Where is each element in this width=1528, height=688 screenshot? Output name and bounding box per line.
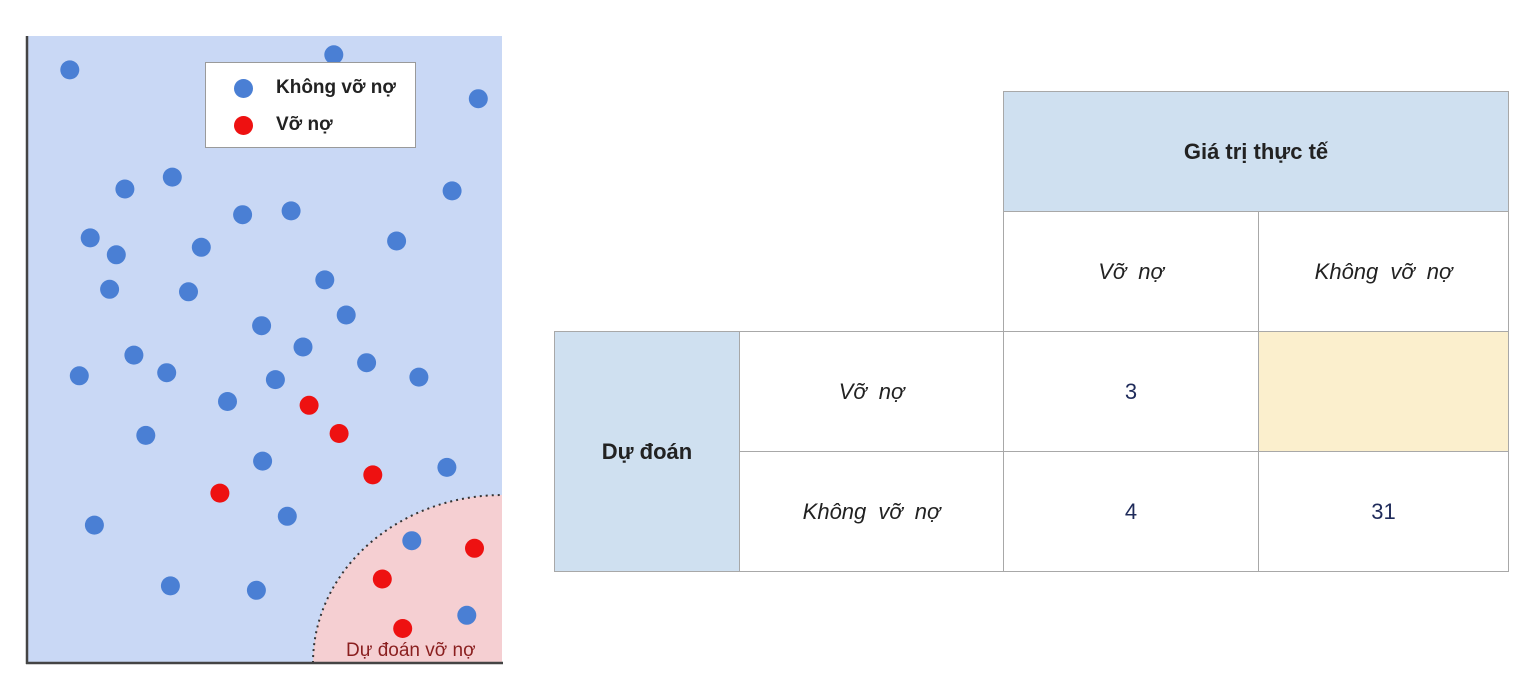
data-point-default bbox=[329, 424, 349, 443]
data-point-not-default bbox=[157, 363, 177, 383]
legend-marker-red bbox=[234, 115, 253, 135]
data-point-not-default bbox=[84, 515, 104, 535]
data-point-not-default bbox=[402, 531, 422, 551]
data-point-default bbox=[210, 483, 230, 503]
data-point-not-default bbox=[136, 425, 156, 445]
points-layer bbox=[60, 45, 488, 638]
legend: Không vỡ nợ Vỡ nợ bbox=[205, 62, 416, 148]
row-label-default: Vỡ nợ bbox=[739, 331, 1004, 452]
data-point-not-default bbox=[106, 245, 126, 265]
predicted-header: Dự đoán bbox=[554, 331, 740, 572]
data-point-not-default bbox=[80, 228, 100, 248]
legend-marker-blue bbox=[234, 78, 253, 98]
data-point-not-default bbox=[281, 201, 301, 221]
col-label-not-default: Không vỡ nợ bbox=[1258, 211, 1509, 332]
data-point-not-default bbox=[336, 305, 356, 325]
cell-false-positive-highlight[interactable] bbox=[1258, 331, 1509, 452]
data-point-not-default bbox=[218, 392, 237, 411]
data-point-not-default bbox=[162, 167, 182, 187]
col-label-default: Vỡ nợ bbox=[1003, 211, 1259, 332]
data-point-not-default bbox=[293, 337, 313, 357]
actual-values-header: Giá trị thực tế bbox=[1003, 91, 1509, 212]
cell-true-negative: 31 bbox=[1258, 451, 1509, 572]
data-point-not-default bbox=[409, 367, 429, 387]
row-label-not-default: Không vỡ nợ bbox=[739, 451, 1004, 572]
data-point-default bbox=[393, 619, 413, 638]
data-point-default bbox=[299, 395, 319, 415]
cell-true-positive: 3 bbox=[1003, 331, 1259, 452]
data-point-not-default bbox=[265, 370, 285, 390]
data-point-not-default bbox=[124, 345, 144, 365]
data-point-not-default bbox=[357, 353, 377, 373]
data-point-not-default bbox=[60, 60, 80, 80]
data-point-not-default bbox=[387, 231, 407, 251]
data-point-not-default bbox=[442, 181, 462, 201]
data-point-not-default bbox=[100, 279, 120, 299]
data-point-default bbox=[372, 569, 392, 589]
data-point-not-default bbox=[468, 89, 488, 109]
legend-item-not-default: Không vỡ nợ bbox=[234, 75, 396, 101]
data-point-not-default bbox=[277, 506, 297, 526]
legend-label: Vỡ nợ bbox=[276, 114, 333, 135]
data-point-default bbox=[363, 465, 383, 485]
data-point-default bbox=[465, 538, 484, 558]
data-point-not-default bbox=[160, 576, 180, 596]
data-point-not-default bbox=[179, 282, 198, 302]
data-point-not-default bbox=[115, 179, 135, 199]
data-point-not-default bbox=[324, 45, 344, 65]
default-prediction-region bbox=[311, 494, 502, 663]
data-point-not-default bbox=[457, 605, 477, 625]
legend-label: Không vỡ nợ bbox=[276, 77, 396, 98]
data-point-not-default bbox=[315, 270, 335, 290]
legend-item-default: Vỡ nợ bbox=[234, 112, 333, 138]
data-point-not-default bbox=[252, 316, 272, 336]
data-point-not-default bbox=[69, 366, 89, 386]
data-point-not-default bbox=[253, 451, 273, 471]
cell-false-negative: 4 bbox=[1003, 451, 1259, 572]
data-point-not-default bbox=[246, 580, 266, 600]
region-label: Dự đoán vỡ nợ bbox=[346, 640, 476, 661]
data-point-not-default bbox=[191, 237, 211, 257]
data-point-not-default bbox=[233, 205, 253, 225]
data-point-not-default bbox=[437, 457, 457, 477]
